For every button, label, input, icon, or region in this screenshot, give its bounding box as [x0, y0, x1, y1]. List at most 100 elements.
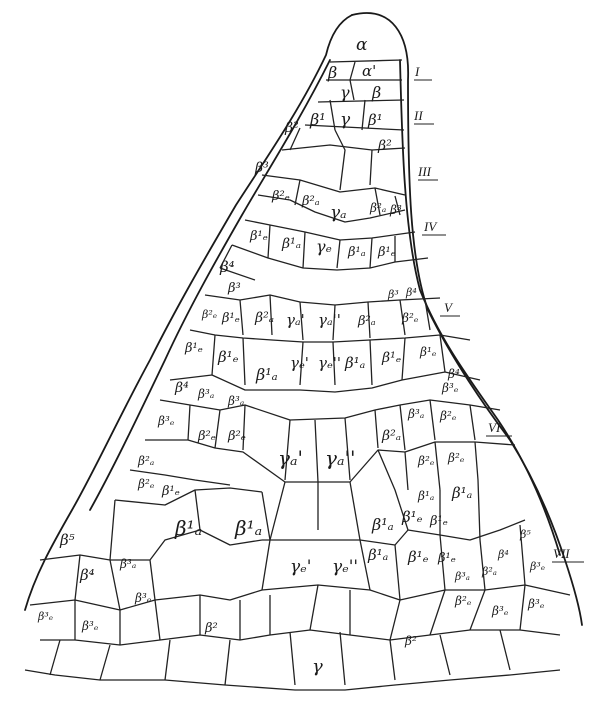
- cell-label: β¹ₑ: [221, 311, 240, 326]
- cell-labels: α α' β γ β β² β¹ γ β¹ β² β³ β²ₑ β²ₐ γₐ β…: [37, 35, 545, 677]
- cell-label: β¹ₑ: [249, 229, 268, 244]
- cell-label: β³: [254, 160, 269, 176]
- cell-label: γₑ'': [332, 557, 358, 577]
- zone-label-V: V: [444, 300, 454, 315]
- cell-label: β²ₑ: [227, 429, 246, 444]
- cell-label: β²ₑ: [417, 454, 435, 468]
- cell-label: β²: [377, 138, 392, 154]
- cell-label: β³ₑ: [441, 381, 459, 395]
- cell-label: β¹ₐ: [174, 516, 202, 540]
- cell-label: β¹ₐ: [347, 245, 366, 260]
- cell-label: β¹ₐ: [417, 489, 434, 503]
- cell-label: γ: [340, 110, 351, 130]
- cell-label: β¹ₐ: [234, 516, 262, 540]
- cell-label: β¹ₑ: [377, 245, 396, 260]
- cell-label: γₑ': [290, 354, 309, 372]
- zone-label-II: II: [413, 108, 423, 123]
- cell-label: β⁴: [497, 548, 509, 561]
- cell-label: β¹ₐ: [371, 515, 394, 534]
- cell-label: β²ₐ: [137, 454, 154, 468]
- cell-label: β¹ₑ: [184, 341, 203, 356]
- cell-label: β³ₑ: [527, 597, 545, 611]
- cell-label: α': [362, 62, 376, 80]
- cell-label: γₐ: [330, 203, 347, 223]
- zone-label-IV: IV: [423, 219, 438, 234]
- zone-label-III: III: [417, 164, 432, 179]
- cell-label: β²ₐ: [381, 428, 401, 444]
- cell-label: β³: [389, 203, 402, 217]
- cell-label: β¹: [367, 111, 383, 129]
- cell-label: β¹ₐ: [344, 354, 365, 372]
- cell-label: β¹ₑ: [419, 345, 437, 359]
- cell-label: β⁴: [174, 380, 189, 396]
- cell-label: γ: [340, 83, 350, 102]
- cell-label: γₐ': [278, 446, 303, 470]
- cell-label: β²ₑ: [401, 311, 419, 325]
- cell-label: β¹ₑ: [401, 508, 423, 526]
- zone-label-I: I: [414, 64, 420, 79]
- cell-label: β²ₑ: [454, 594, 472, 608]
- zone-markers: I II III IV V VI VII: [413, 64, 584, 562]
- cell-label: γₑ': [290, 557, 311, 577]
- cell-label: β¹ₑ: [407, 548, 429, 566]
- cell-label: β¹ₐ: [451, 484, 472, 502]
- cell-label: β¹ₑ: [437, 551, 456, 566]
- cell-label: β²ₑ: [439, 409, 457, 423]
- cell-label: β¹ₐ: [281, 236, 301, 252]
- cell-label: β¹: [309, 110, 326, 129]
- zone-label-VI: VI: [488, 420, 501, 435]
- cell-label: β²ₐ: [369, 201, 386, 215]
- zone-label-VII: VII: [553, 546, 570, 561]
- cell-label: β¹ₐ: [255, 365, 278, 384]
- cell-label: β³ₑ: [37, 610, 53, 623]
- cell-label: β²ₐ: [301, 194, 320, 209]
- cell-label: β²ₑ: [201, 308, 217, 321]
- cell-label: γₑ'': [318, 354, 341, 372]
- cell-label: β³ₑ: [134, 591, 152, 605]
- cell-label: β⁴: [405, 286, 417, 299]
- cell-label: γₐ': [286, 311, 305, 329]
- cell-label: β⁴: [79, 566, 95, 584]
- cell-label: β: [327, 63, 337, 82]
- cell-label: γ: [312, 656, 323, 677]
- cell-label: β³ₑ: [81, 619, 99, 633]
- cell-label: β³ₑ: [529, 560, 545, 573]
- cell-label: β⁴: [219, 258, 235, 276]
- cell-label: β¹ₑ: [161, 484, 180, 499]
- cell-label: β³ₑ: [491, 604, 509, 618]
- cell-label: α: [356, 35, 368, 55]
- cell-label: β³ₐ: [454, 570, 470, 583]
- cell-label: β⁴: [447, 367, 460, 381]
- cell-label: β²: [404, 634, 417, 648]
- cell-label: β³: [387, 288, 399, 301]
- cell-label: β²ₐ: [357, 314, 376, 329]
- inner-wall-right: [400, 60, 560, 555]
- cell-label: β²: [204, 621, 218, 636]
- cell-label: β⁵: [59, 531, 75, 549]
- cell-label: β³ₐ: [119, 557, 136, 571]
- cell-label: β¹ₐ: [367, 546, 388, 564]
- cell-label: β²ₑ: [271, 189, 290, 204]
- cell-label: β³: [227, 281, 241, 296]
- cell-walls: [25, 60, 570, 690]
- cell-label: β²ₐ: [254, 310, 274, 326]
- cell-label: β: [371, 83, 381, 102]
- cell-label: β³ₑ: [157, 414, 175, 428]
- cell-label: β²ₐ: [481, 565, 497, 578]
- cell-label: β³ₐ: [407, 407, 424, 421]
- cell-label: β²: [284, 120, 299, 136]
- cell-label: β²ₑ: [447, 451, 465, 465]
- cell-label: β⁵: [519, 528, 531, 541]
- cell-label: β¹ₑ: [429, 514, 448, 529]
- cell-label: γₑ: [316, 237, 332, 256]
- cell-label: β³ₐ: [227, 394, 244, 408]
- cell-label: γₐ'': [325, 446, 355, 470]
- cell-label: β²ₑ: [197, 429, 216, 444]
- cell-label: β¹ₑ: [381, 350, 401, 366]
- cell-label: β²ₑ: [137, 477, 155, 491]
- cell-label: β³ₐ: [197, 387, 214, 401]
- cell-label: γₐ'': [318, 311, 341, 329]
- cell-label: β¹ₑ: [217, 348, 239, 366]
